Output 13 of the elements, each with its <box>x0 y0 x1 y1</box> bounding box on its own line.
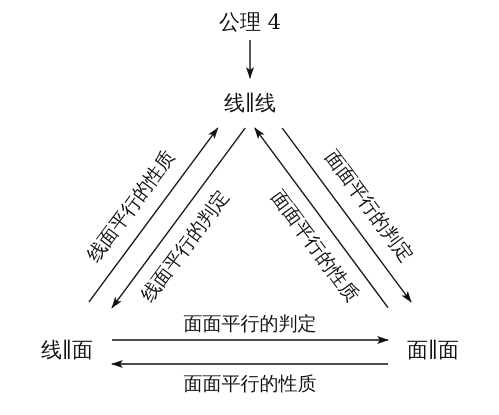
node-label: 公理 4 <box>218 9 282 36</box>
node-label: 线∥面 <box>41 337 93 364</box>
arrow <box>111 360 388 368</box>
edge-label: 面面平行的判定 <box>184 314 316 334</box>
arrow <box>111 128 246 308</box>
arrow <box>246 40 254 79</box>
arrow <box>254 127 389 308</box>
node-label: 面∥面 <box>407 337 459 364</box>
arrow <box>112 336 389 344</box>
arrow <box>282 128 412 303</box>
edge-label: 面面平行的性质 <box>184 374 316 394</box>
arrow <box>88 127 218 302</box>
node-label: 线∥线 <box>224 90 276 117</box>
